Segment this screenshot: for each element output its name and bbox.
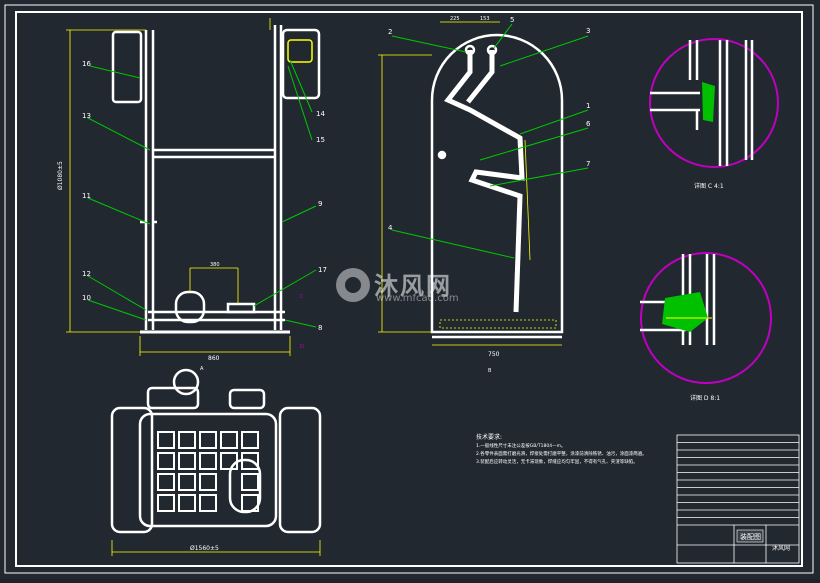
grid-cell (241, 473, 259, 491)
detail-d-caption: 详图 D 8:1 (690, 394, 720, 402)
side-dim-top-a: 225 (450, 16, 460, 22)
plan-view (110, 368, 322, 534)
part-label: 7 (586, 160, 590, 168)
outer-border (4, 4, 814, 574)
side-view-caption: B (488, 368, 492, 374)
grid-cell (178, 473, 196, 491)
front-dim-width: 860 (208, 355, 220, 362)
plan-view-grid (157, 431, 259, 512)
detail-marker-c: C (300, 294, 304, 300)
part-label: 16 (82, 60, 91, 68)
part-label: 17 (318, 266, 327, 274)
grid-cell (241, 431, 259, 449)
side-view-dimensions (378, 21, 562, 346)
part-label: 4 (388, 224, 393, 232)
watermark-logo-icon (336, 268, 370, 302)
front-view-dimensions (66, 18, 291, 356)
tech-notes: 技术要求: 1.一般线性尺寸未注公差按GB/T1804—m。 2.各零件表面需打… (476, 433, 647, 465)
grid-cell (199, 431, 217, 449)
tech-note-line: 2.各零件表面需打磨光滑，焊接处需打磨平整，涂漆前清除铁锈、油污，涂面漆两遍。 (476, 450, 647, 457)
part-label: 6 (586, 120, 591, 128)
detail-marker-d: D (300, 344, 304, 350)
front-view-caption: A (200, 366, 204, 372)
part-label: 9 (318, 200, 322, 208)
grid-cell (157, 431, 175, 449)
side-view (430, 33, 564, 339)
watermark-url: www.mfcad.com (376, 293, 459, 304)
part-label: 15 (316, 136, 325, 144)
part-label: 12 (82, 270, 91, 278)
front-view (111, 25, 321, 334)
part-label: 3 (586, 27, 590, 35)
tech-note-line: 1.一般线性尺寸未注公差按GB/T1804—m。 (476, 442, 565, 449)
grid-cell (241, 494, 259, 512)
front-view-leaders (87, 59, 317, 328)
tech-notes-title: 技术要求: (476, 433, 502, 441)
plan-dim-width: Ø1560±5 (190, 545, 219, 552)
grid-cell (157, 452, 175, 470)
part-label: 14 (316, 110, 325, 118)
part-label: 13 (82, 112, 91, 120)
grid-cell (178, 452, 196, 470)
side-view-leaders (391, 23, 589, 259)
part-label: 2 (388, 28, 392, 36)
inner-border (15, 11, 803, 567)
front-view-part-labels: 16 13 11 12 10 14 15 9 17 8 (82, 60, 327, 332)
detail-c-caption: 详图 C 4:1 (694, 182, 724, 190)
front-dim-inner: 380 (210, 262, 220, 268)
title-main: 装配图 (740, 532, 761, 541)
watermark: 沐风网 www.mfcad.com (336, 266, 486, 308)
side-dim-top-b: 153 (480, 16, 490, 22)
title-block (676, 434, 800, 564)
side-view-part-labels: 2 5 3 1 6 7 4 (388, 16, 591, 232)
part-label: 10 (82, 294, 91, 302)
grid-cell (241, 452, 259, 470)
detail-d (640, 252, 772, 384)
side-dim-width: 750 (488, 351, 500, 358)
grid-cell (157, 473, 175, 491)
grid-cell (178, 431, 196, 449)
title-main-box (736, 529, 764, 543)
grid-cell (178, 494, 196, 512)
grid-cell (199, 473, 217, 491)
front-dim-height: Ø1080±5 (57, 161, 64, 190)
part-label: 1 (586, 102, 590, 110)
part-label: 5 (510, 16, 514, 24)
grid-cell (220, 431, 238, 449)
grid-cell (199, 452, 217, 470)
grid-cell (157, 494, 175, 512)
part-label: 11 (82, 192, 91, 200)
grid-cell (220, 452, 238, 470)
title-sub: 沐风网 (772, 544, 790, 552)
grid-cell (199, 494, 217, 512)
watermark-text: 沐风网 (374, 272, 452, 300)
part-label: 8 (318, 324, 322, 332)
tech-note-line: 3.装配后应转动灵活，无卡滞现象，焊缝应均匀牢固，不得有气孔、夹渣等缺陷。 (476, 458, 638, 465)
plan-view-dimension (111, 540, 321, 556)
detail-c (649, 38, 779, 168)
